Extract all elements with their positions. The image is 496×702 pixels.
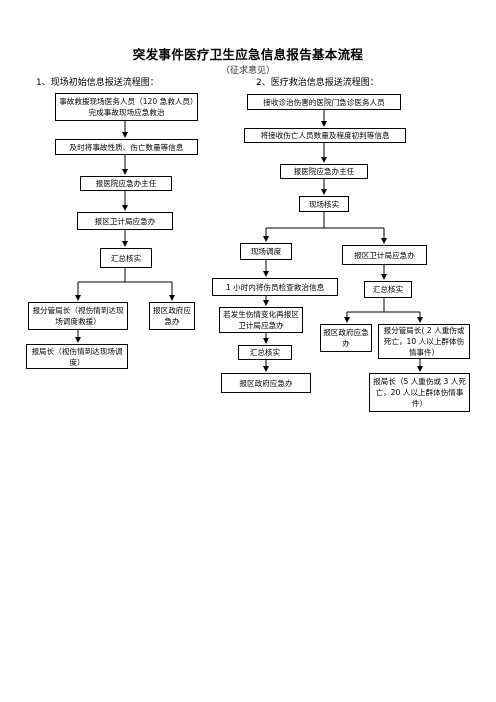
node-f2-condition-change-label: 若发生伤情变化再报区卫计局应急办 bbox=[223, 310, 299, 330]
node-f2-verify-left-label: 汇总核实 bbox=[249, 348, 281, 357]
node-f1-district-office: 报区卫计局应急办 bbox=[77, 212, 173, 230]
node-f1-district-gov: 报区政府应急办 bbox=[149, 302, 195, 330]
node-f2-district-gov-right: 报区政府应急办 bbox=[320, 324, 372, 352]
node-f2-report-info: 将接收伤亡人员数量及程度初判等信息 bbox=[244, 128, 406, 143]
node-f2-hospital-staff-label: 接收诊治伤害的医院门急诊医务人员 bbox=[263, 97, 385, 107]
node-f2-district-gov-left-label: 报区政府应急办 bbox=[239, 378, 293, 388]
node-f2-report-info-label: 将接收伤亡人员数量及程度初判等信息 bbox=[260, 131, 390, 140]
node-f1-verify: 汇总核实 bbox=[100, 248, 152, 268]
node-f2-director: 报局长（5 人重伤或 3 人死亡，20 人以上群体伤情事件） bbox=[369, 373, 470, 412]
node-f2-district-office-label: 报区卫计局应急办 bbox=[354, 250, 415, 260]
node-f2-site-verify: 现场核实 bbox=[299, 196, 349, 212]
node-f2-verify-left: 汇总核实 bbox=[238, 345, 292, 360]
node-f2-district-gov-right-label: 报区政府应急办 bbox=[323, 328, 369, 348]
node-f2-hospital-staff: 接收诊治伤害的医院门急诊医务人员 bbox=[247, 94, 401, 110]
flow2-heading: 2、医疗救治信息报送流程图： bbox=[256, 78, 379, 88]
flow1-heading: 1、现场初始信息报送流程图： bbox=[36, 78, 159, 88]
node-f1-district-office-label: 报区卫计局应急办 bbox=[94, 216, 156, 226]
document-title: 突发事件医疗卫生应急信息报告基本流程 bbox=[132, 47, 364, 62]
node-f2-district-gov-left: 报区政府应急办 bbox=[221, 373, 311, 393]
node-f2-site-dispatch-label: 现场调度 bbox=[250, 247, 282, 256]
document-subtitle: （征求意见） bbox=[220, 66, 275, 76]
node-f2-site-verify-label: 现场核实 bbox=[308, 199, 340, 209]
node-f1-verify-label: 汇总核实 bbox=[110, 253, 142, 263]
node-f2-one-hour-report: 1 小时内将伤员检查救治信息 bbox=[212, 278, 338, 296]
node-f1-hospital-office-label: 报医院应急办主任 bbox=[95, 179, 157, 188]
node-f1-site-medics-label: 事故救援现场医务人员（120 急救人员）完成事故现场应急救治 bbox=[59, 97, 194, 117]
node-f1-deputy-director-label: 报分管局长（视伤情到达现场调度救援） bbox=[32, 306, 124, 326]
node-f1-district-gov-label: 报区政府应急办 bbox=[153, 306, 191, 326]
node-f2-district-office: 报区卫计局应急办 bbox=[342, 245, 427, 265]
node-f2-site-dispatch: 现场调度 bbox=[240, 243, 292, 260]
node-f2-verify-right: 汇总核实 bbox=[364, 281, 412, 298]
node-f2-hospital-office: 报医院应急办主任 bbox=[280, 164, 368, 179]
node-f2-verify-right-label: 汇总核实 bbox=[372, 285, 404, 294]
node-f2-deputy-director: 报分管局长( 2 人重伤或死亡，10 人以上群体伤情事件） bbox=[378, 324, 470, 359]
node-f2-director-label: 报局长（5 人重伤或 3 人死亡，20 人以上群体伤情事件） bbox=[373, 377, 466, 408]
node-f1-hospital-office: 报医院应急办主任 bbox=[80, 176, 172, 191]
node-f1-deputy-director: 报分管局长（视伤情到达现场调度救援） bbox=[28, 302, 128, 330]
node-f1-director-label: 报局长（视伤情到达现场调度） bbox=[31, 346, 123, 367]
node-f2-condition-change: 若发生伤情变化再报区卫计局应急办 bbox=[219, 307, 303, 333]
node-f1-report-info: 及时将事故性质、伤亡数量等信息 bbox=[55, 139, 198, 155]
node-f2-one-hour-report-label: 1 小时内将伤员检查救治信息 bbox=[225, 282, 325, 292]
node-f1-report-info-label: 及时将事故性质、伤亡数量等信息 bbox=[69, 142, 184, 152]
node-f1-director: 报局长（视伤情到达现场调度） bbox=[26, 344, 128, 369]
node-f1-site-medics: 事故救援现场医务人员（120 急救人员）完成事故现场应急救治 bbox=[55, 93, 198, 121]
node-f2-hospital-office-label: 报医院应急办主任 bbox=[293, 167, 355, 176]
node-f2-deputy-director-label: 报分管局长( 2 人重伤或死亡，10 人以上群体伤情事件） bbox=[383, 326, 465, 357]
